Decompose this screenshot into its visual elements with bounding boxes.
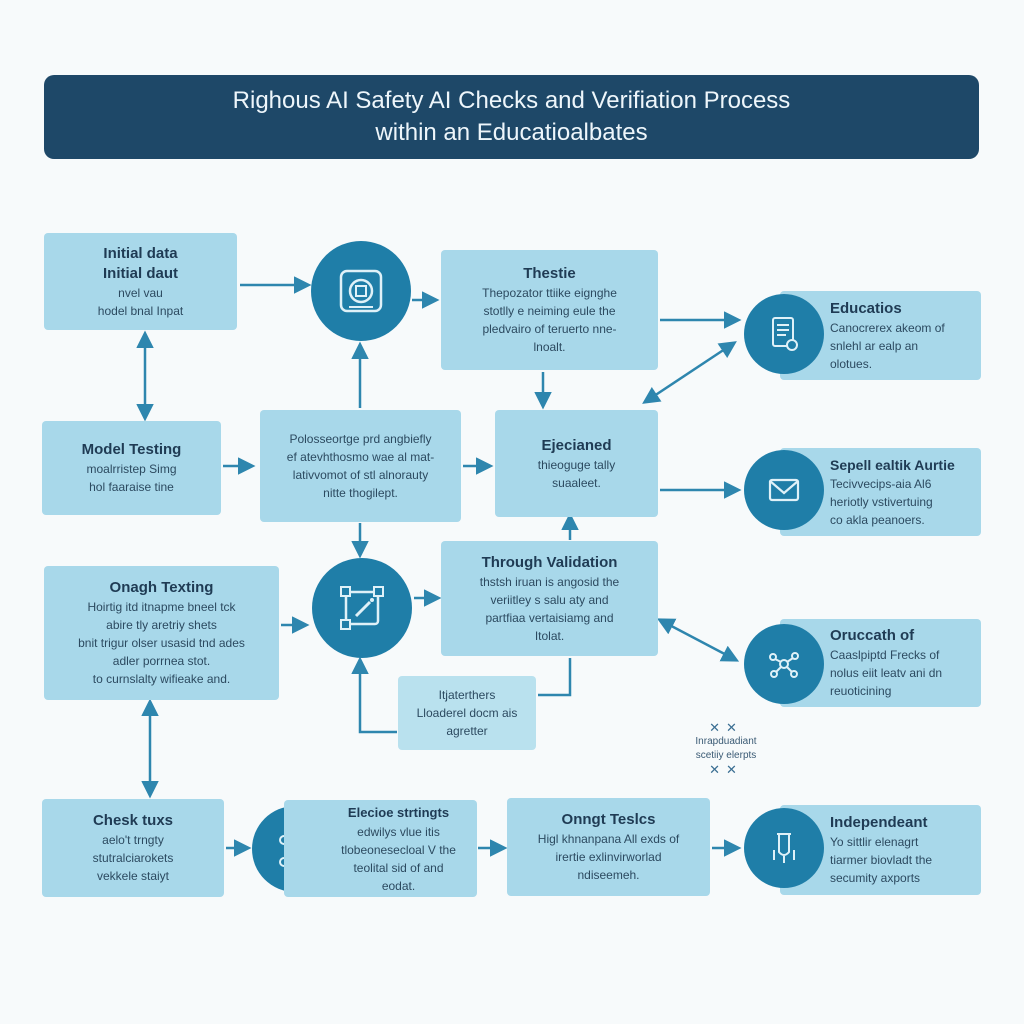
- box-ongh-texting-line: abire tly aretriy shets: [106, 618, 217, 632]
- box-ongh-texting-line: Hoirtig itd itnapme bneel tck: [87, 600, 236, 614]
- box-center-process-line: nitte thogilept.: [323, 486, 398, 500]
- box-initial-data[interactable]: Initial data Initial daut nvel vau hodel…: [44, 233, 237, 330]
- box-elecioe-strtingts-line: teolital sid of and: [353, 860, 444, 875]
- box-ongh-texting-line: to curnslalty wifieake and.: [92, 672, 231, 686]
- box-ejecianed[interactable]: Ejecianed thieoguge tally suaaleet.: [495, 410, 658, 517]
- box-ongh-texting-line: bnit trigur olser usasid tnd ades: [78, 636, 245, 650]
- box-loop-note[interactable]: Itjaterthers Lloaderel docm ais agretter: [398, 676, 536, 750]
- box-educatios-title: Educatios: [830, 299, 902, 317]
- box-ongt-teslcs-line: irertie exlinvirworlad: [555, 850, 662, 864]
- box-loop-note-line: agretter: [446, 724, 488, 738]
- box-elecioe-strtingts-title: Elecioe strtingts: [347, 804, 450, 820]
- box-sepell-ealtik-title: Sepell ealtik Aurtie: [830, 457, 955, 473]
- shield-chip-icon-graphic: [339, 269, 383, 313]
- box-elecioe-strtingts-line: edwilys vlue itis: [357, 824, 440, 839]
- arrow-validation-oruccath: [656, 618, 740, 662]
- box-ongt-teslcs-title: Onngt Teslcs: [561, 811, 656, 828]
- box-ongh-texting-line: adler porrnea stot.: [112, 654, 211, 668]
- box-through-validation-line: thstsh iruan is angosid the: [479, 574, 620, 589]
- box-ongt-teslcs-line: ndiseemeh.: [577, 868, 640, 882]
- box-oruccath-line: Caaslpiptd Frecks of: [830, 648, 940, 662]
- box-check-tuxs-line: aelo't trngty: [102, 833, 164, 847]
- box-center-process-line: ef atevhthosmo wae al mat-: [286, 450, 435, 464]
- box-model-testing-title: Model Testing: [81, 441, 182, 458]
- document-icon-graphic: [772, 317, 798, 351]
- box-check-tuxs-line: stutralciarokets: [92, 851, 174, 865]
- box-independeant-line: tiarmer biovladt the: [830, 853, 933, 867]
- box-sepell-ealtik-line: co akla peanoers.: [830, 513, 925, 527]
- edit-network-icon[interactable]: [312, 558, 412, 658]
- box-sepell-ealtik-line: Tecivvecips-aia Al6: [830, 477, 932, 491]
- box-ongt-teslcs[interactable]: Onngt Teslcs Higl khnanpana All exds of …: [507, 798, 710, 896]
- box-elecioe-strtingts[interactable]: Elecioe strtingts edwilys vlue itis tlob…: [284, 800, 477, 897]
- box-initial-data-line: nvel vau: [118, 285, 163, 300]
- lock-test-icon-graphic: [773, 833, 795, 863]
- edit-network-icon-graphic: [340, 586, 384, 630]
- box-ongh-texting-title: Onagh Texting: [109, 579, 214, 596]
- box-educatios-line: olotues.: [830, 356, 873, 371]
- box-thestie-line: lnoalt.: [533, 340, 566, 354]
- arrow-ejecianed-educatios: [642, 341, 737, 404]
- envelope-icon[interactable]: [744, 450, 824, 530]
- lock-test-icon[interactable]: [744, 808, 824, 888]
- document-icon[interactable]: [744, 294, 824, 374]
- box-elecioe-strtingts-line: eodat.: [381, 878, 416, 893]
- box-through-validation[interactable]: Through Validation thstsh iruan is angos…: [441, 541, 658, 656]
- box-model-testing-line: moalrristep Simg: [86, 462, 177, 476]
- envelope-icon-graphic: [768, 478, 800, 502]
- note-cross-marks-bottom: ✕✕: [709, 762, 743, 777]
- box-through-validation-title: Through Validation: [481, 553, 618, 571]
- box-independeant-line: secumity axports: [830, 871, 921, 885]
- box-sepell-ealtik-line: heriotly vstivertuing: [830, 495, 933, 509]
- box-initial-data-title-2: Initial daut: [103, 264, 178, 282]
- independent-experts-note: ✕✕ Inrapduadiant scetiiy elerpts ✕✕: [676, 716, 776, 782]
- box-independeant-line: Yo sittlir elenagrt: [830, 835, 919, 849]
- box-thestie[interactable]: Thestie Thepozator ttiike eignghe stotll…: [441, 250, 658, 370]
- box-check-tuxs-title: Chesk tuxs: [92, 812, 174, 829]
- box-model-testing[interactable]: Model Testing moalrristep Simg hol faara…: [42, 421, 221, 515]
- note-cross-marks-top: ✕✕: [709, 720, 743, 735]
- box-check-tuxs[interactable]: Chesk tuxs aelo't trngty stutralciaroket…: [42, 799, 224, 897]
- box-educatios-line: Canocrerex akeom of: [830, 320, 945, 335]
- box-ejecianed-title: Ejecianed: [541, 436, 612, 454]
- box-center-process[interactable]: Polosseortge prd angbiefly ef atevhthosm…: [260, 410, 461, 522]
- box-thestie-line: stotlly e neiming eule the: [483, 304, 616, 318]
- note-line-2: scetiiy elerpts: [695, 750, 757, 761]
- title-line-1: Righous AI Safety AI Checks and Verifiat…: [232, 87, 791, 114]
- box-ongh-texting[interactable]: Onagh Texting Hoirtig itd itnapme bneel …: [44, 566, 279, 700]
- arrow-feedback-loop: [538, 658, 572, 697]
- box-thestie-line: pledvairo of teruerto nne-: [482, 322, 617, 336]
- box-thestie-title: Thestie: [523, 265, 576, 282]
- arrow-loop-to-midcircle: [351, 656, 397, 734]
- box-through-validation-line: Itolat.: [534, 628, 565, 643]
- box-ejecianed-line: suaaleet.: [552, 475, 601, 490]
- box-ongt-teslcs-line: Higl khnanpana All exds of: [537, 832, 680, 846]
- box-initial-data-title-1: Initial data: [103, 244, 178, 262]
- box-oruccath-title: Oruccath of: [830, 627, 915, 644]
- network-icon[interactable]: [744, 624, 824, 704]
- box-through-validation-line: veriitley s salu aty and: [490, 592, 609, 607]
- box-model-testing-line: hol faaraise tine: [89, 480, 174, 494]
- title-line-2: within an Educatioalbates: [375, 119, 648, 146]
- box-educatios-line: snlehl ar ealp an: [830, 338, 919, 353]
- box-oruccath-line: nolus eiit leatv ani dn: [830, 666, 943, 680]
- box-check-tuxs-line: vekkele staiyt: [96, 869, 170, 883]
- box-ejecianed-line: thieoguge tally: [537, 457, 616, 472]
- box-elecioe-strtingts-line: tlobeonesecloal V the: [341, 842, 456, 857]
- box-thestie-line: Thepozator ttiike eignghe: [482, 286, 617, 300]
- note-line-1: Inrapduadiant: [695, 736, 757, 747]
- box-oruccath-line: reuoticining: [830, 684, 892, 698]
- network-icon-graphic: [769, 652, 799, 678]
- box-through-validation-line: partfiaa vertaisiamg and: [485, 610, 614, 625]
- box-independeant-title: Independeant: [830, 814, 928, 831]
- box-loop-note-line: Lloaderel docm ais: [416, 706, 518, 720]
- box-loop-note-line: Itjaterthers: [438, 688, 496, 702]
- box-center-process-line: Polosseortge prd angbiefly: [289, 432, 432, 446]
- title-bar: Righous AI Safety AI Checks and Verifiat…: [44, 75, 979, 159]
- shield-chip-icon[interactable]: [311, 241, 411, 341]
- box-initial-data-line: hodel bnal Inpat: [97, 303, 184, 318]
- box-center-process-line: lativvomot of stl alnorauty: [292, 468, 429, 482]
